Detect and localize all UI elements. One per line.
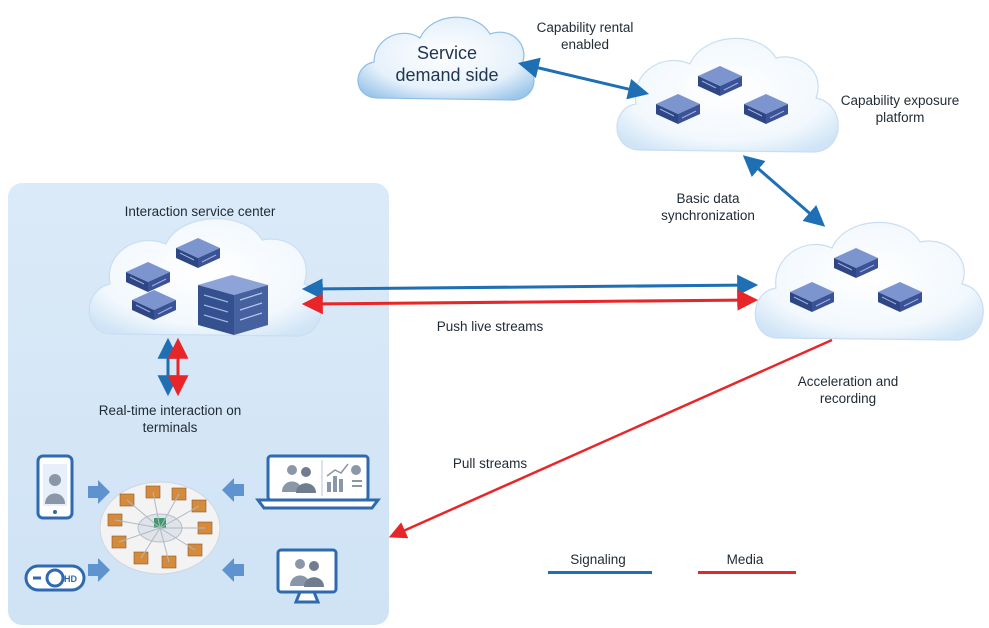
pull-streams-label: Pull streams	[452, 456, 528, 471]
push-streams-arrow	[301, 289, 759, 315]
sync-arrow	[742, 155, 826, 227]
service-demand-line2: demand side	[395, 65, 499, 85]
acceleration-line1: Acceleration and	[797, 374, 899, 389]
interaction-center-cloud	[88, 218, 322, 337]
basic-sync-line1: Basic data	[676, 191, 740, 206]
pull-streams-arrow	[388, 338, 833, 539]
service-demand-label: Service demand side	[392, 42, 502, 86]
basic-sync-label: Basic data synchronization	[648, 190, 768, 224]
legend-media-label: Media	[726, 552, 764, 567]
capability-exposure-line2: platform	[875, 110, 925, 125]
acceleration-line2: recording	[819, 391, 877, 406]
legend-media-line	[698, 571, 796, 574]
capability-rental-line2: enabled	[560, 37, 610, 52]
capability-exposure-line1: Capability exposure	[840, 93, 960, 108]
terminal-arrows	[88, 478, 244, 582]
capability-rental-label: Capability rental enabled	[520, 19, 650, 53]
monitor-icon	[276, 548, 338, 604]
interaction-center-title: Interaction service center	[124, 204, 276, 219]
capability-rental-line1: Capability rental	[536, 20, 634, 35]
basic-sync-line2: synchronization	[661, 208, 755, 223]
svg-text:HD: HD	[64, 574, 77, 584]
acceleration-label: Acceleration and recording	[778, 373, 918, 407]
service-demand-line1: Service	[416, 43, 478, 63]
push-streams-label: Push live streams	[436, 319, 544, 334]
realtime-label: Real-time interaction on terminals	[80, 402, 260, 436]
phone-icon	[36, 454, 74, 520]
laptop-icon	[255, 454, 381, 510]
capability-exposure-label: Capability exposure platform	[830, 92, 970, 126]
webcam-icon: HD	[24, 564, 86, 592]
legend-signaling-label: Signaling	[570, 552, 626, 567]
capability-exposure-cloud	[616, 37, 839, 153]
conference-table-icon	[99, 481, 221, 575]
realtime-line1: Real-time interaction on	[98, 403, 242, 418]
server-rack-icon	[198, 275, 268, 335]
legend-signaling-line	[548, 571, 652, 574]
rental-arrow	[517, 57, 650, 100]
signaling-arrow	[301, 274, 759, 300]
realtime-line2: terminals	[142, 420, 198, 435]
acceleration-cloud	[754, 221, 984, 341]
